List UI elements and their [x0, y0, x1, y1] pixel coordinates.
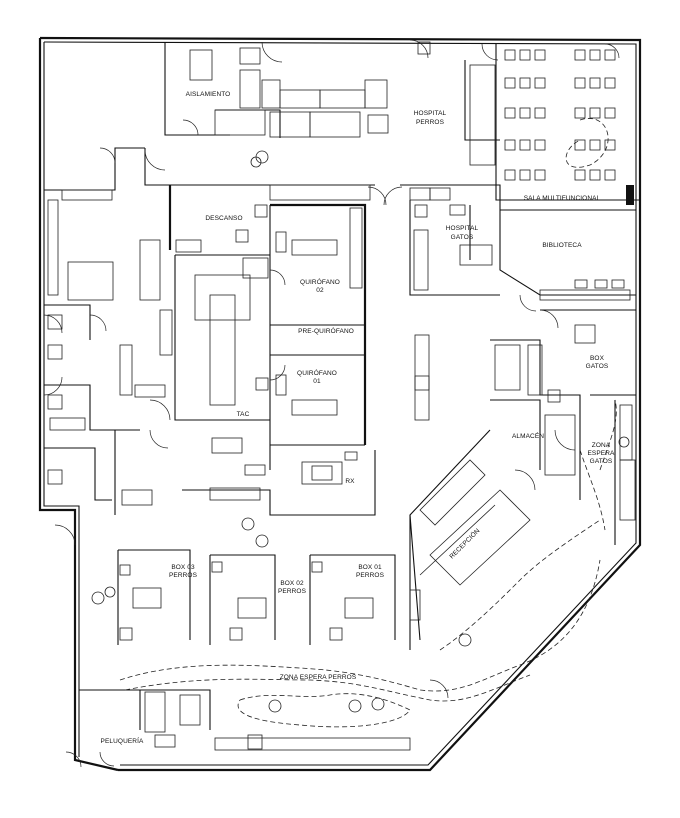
label-sala-multifuncional: SALA MULTIFUNCIONAL: [524, 195, 601, 202]
label-zona-espera-gatos: ZONA: [592, 442, 611, 449]
label-box-02-perros: BOX 02: [280, 580, 304, 587]
label-zona-espera-gatos-3: GATOS: [590, 458, 613, 465]
label-quirofano-01: QUIRÓFANO: [297, 368, 337, 377]
label-quirofano-01-num: 01: [313, 378, 321, 385]
room-labels: AISLAMIENTO HOSPITAL PERROS SALA MULTIFU…: [101, 91, 615, 745]
auditorium-chairs: [504, 49, 634, 205]
furniture: [47, 41, 636, 751]
plants: [91, 150, 630, 713]
outer-walls: [38, 36, 642, 772]
label-box-02-perros-2: PERROS: [278, 588, 307, 595]
label-zona-espera-perros: ZONA ESPERA PERROS: [280, 674, 357, 681]
label-tac: TAC: [237, 411, 250, 418]
label-box-gatos-2: GATOS: [586, 363, 609, 370]
label-hospital-perros-2: PERROS: [416, 119, 445, 126]
label-box-01-perros-2: PERROS: [356, 572, 385, 579]
label-hospital-perros: HOSPITAL: [414, 110, 447, 117]
label-rx: RX: [345, 478, 355, 485]
label-box-03-perros-2: PERROS: [169, 572, 198, 579]
label-box-03-perros: BOX 03: [171, 564, 195, 571]
label-zona-espera-gatos-2: ESPERA: [588, 450, 616, 457]
label-recepcion: RECEPCIÓN: [447, 526, 481, 560]
label-quirofano-02: QUIRÓFANO: [300, 277, 340, 286]
door-swings: [43, 39, 620, 768]
label-aislamiento: AISLAMIENTO: [186, 91, 231, 98]
label-almacen: ALMACÉN: [512, 431, 544, 440]
label-quirofano-02-num: 02: [316, 287, 324, 294]
label-pre-quirofano: PRE-QUIRÓFANO: [298, 326, 354, 335]
label-hospital-gatos-2: GATOS: [451, 234, 474, 241]
interior-walls: [44, 42, 640, 730]
label-hospital-gatos: HOSPITAL: [446, 225, 479, 232]
label-peluqueria: PELUQUERÍA: [101, 736, 144, 745]
label-descanso: DESCANSO: [205, 215, 242, 222]
label-biblioteca: BIBLIOTECA: [542, 242, 582, 249]
label-box-gatos: BOX: [590, 355, 605, 362]
label-box-01-perros: BOX 01: [358, 564, 382, 571]
circulation-paths: [119, 118, 617, 728]
